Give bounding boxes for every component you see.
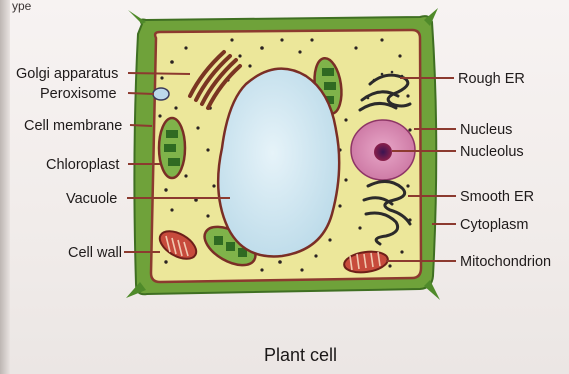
label-vacuole: Vacuole — [66, 191, 117, 207]
nucleolus — [374, 143, 392, 161]
cell-wall-corner — [128, 10, 146, 24]
label-nucleolus: Nucleolus — [460, 144, 524, 160]
label-golgi-apparatus: Golgi apparatus — [16, 66, 118, 82]
caption-plant-cell: Plant cell — [264, 345, 337, 365]
label-rough-er: Rough ER — [458, 71, 525, 87]
label-cell-wall: Cell wall — [68, 245, 122, 261]
label-smooth-er: Smooth ER — [460, 189, 534, 205]
top-text-fragment: ype — [12, 0, 32, 13]
label-nucleus: Nucleus — [460, 122, 512, 138]
label-cytoplasm: Cytoplasm — [460, 217, 529, 233]
chloroplast — [159, 118, 185, 178]
label-cell-membrane: Cell membrane — [24, 118, 122, 134]
label-chloroplast: Chloroplast — [46, 157, 119, 173]
peroxisome — [153, 88, 169, 100]
label-peroxisome: Peroxisome — [40, 86, 117, 102]
label-mitochondrion: Mitochondrion — [460, 254, 551, 270]
vacuole — [218, 69, 339, 257]
